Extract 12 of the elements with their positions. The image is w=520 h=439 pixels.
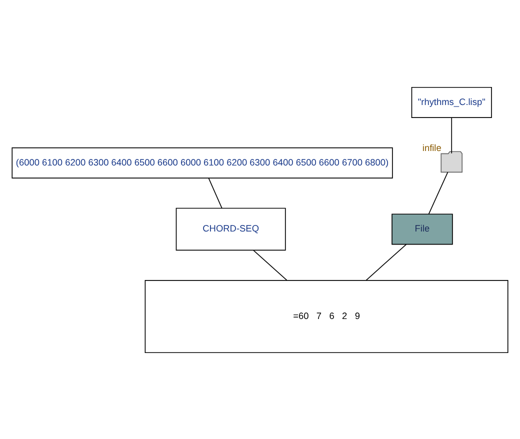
connector <box>366 243 407 280</box>
connector <box>451 116 452 154</box>
connector <box>208 177 222 208</box>
node-folder <box>440 150 463 172</box>
node-box: "rhythms_C.lisp" <box>411 86 492 118</box>
node-box: (6000 6100 6200 6300 6400 6500 6600 6000 6100 6200 6300 6400 6500 6600 6700 6800) <box>12 146 393 178</box>
connector <box>428 171 448 214</box>
connector <box>253 249 288 280</box>
node-box: =60 7 6 2 9 <box>144 280 508 353</box>
node-label: infile <box>422 142 442 152</box>
node-box: File <box>392 213 453 244</box>
node-box: CHORD-SEQ <box>176 207 286 250</box>
